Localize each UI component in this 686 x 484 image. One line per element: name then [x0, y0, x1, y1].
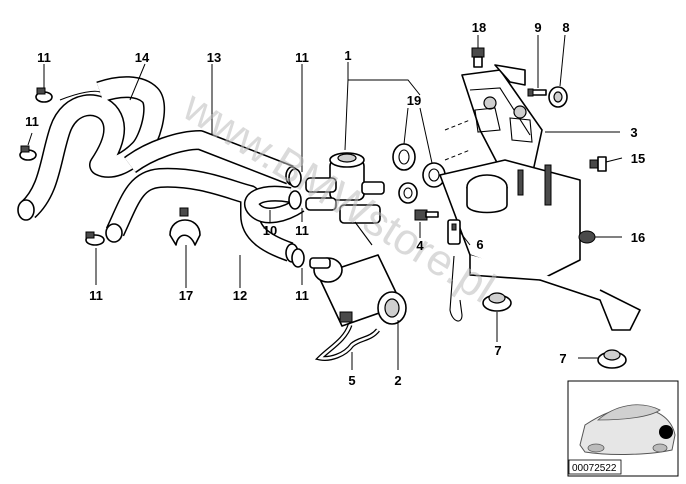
callout-15: 15 [631, 151, 645, 166]
callout-4: 4 [416, 238, 424, 253]
callout-11: 11 [25, 114, 39, 129]
callout-14: 14 [135, 50, 150, 65]
screw-9 [527, 88, 547, 97]
washer-7-upper [482, 292, 512, 312]
bolt-4 [414, 209, 439, 221]
bolt-18 [471, 47, 485, 68]
bracket-17 [169, 207, 201, 246]
callout-5: 5 [348, 373, 355, 388]
bracket-3 [461, 64, 543, 186]
diagram-code: 00072522 [572, 463, 617, 474]
washer-7-lower [597, 349, 627, 369]
car-location-thumbnail: 00072522 [567, 380, 679, 477]
pump-2 [309, 254, 407, 327]
leader-lines [27, 34, 623, 370]
nut-16 [578, 230, 596, 244]
callout-8: 8 [562, 20, 569, 35]
wire-harness-5 [314, 324, 380, 361]
hose-clamp-11-left [19, 145, 37, 161]
mount-assembly [439, 159, 641, 331]
hose-10 [244, 185, 305, 224]
callout-12: 12 [233, 288, 247, 303]
callout-11: 11 [89, 288, 103, 303]
callout-17: 17 [179, 288, 193, 303]
callout-11: 11 [295, 223, 309, 238]
callout-11: 11 [37, 50, 51, 65]
callout-7: 7 [494, 343, 501, 358]
callout-9: 9 [534, 20, 541, 35]
callout-labels: 11 11 14 13 11 1 19 18 9 8 3 15 16 4 6 7… [25, 20, 645, 388]
callout-6: 6 [476, 237, 483, 252]
callout-18: 18 [472, 20, 486, 35]
bleed-valve-15 [589, 156, 607, 172]
callout-11: 11 [295, 288, 309, 303]
callout-16: 16 [631, 230, 645, 245]
valve-1 [305, 152, 385, 246]
callout-19: 19 [407, 93, 421, 108]
location-marker-icon [659, 425, 673, 439]
callout-11: 11 [295, 50, 309, 65]
callout-13: 13 [207, 50, 221, 65]
hose-clamp-11-bottom-left [85, 231, 105, 246]
sensor-6 [447, 219, 463, 322]
hose-clamps-11-center [288, 168, 305, 268]
hose-clamp-11-top-left [35, 87, 53, 103]
callout-7: 7 [559, 351, 566, 366]
car-silhouette-icon [579, 404, 676, 455]
callout-10: 10 [263, 223, 277, 238]
seals-19 [392, 143, 446, 204]
grommet-8 [548, 86, 568, 108]
callout-1: 1 [344, 48, 351, 63]
hose-14 [17, 76, 166, 221]
callout-2: 2 [394, 373, 401, 388]
callout-3: 3 [630, 125, 637, 140]
